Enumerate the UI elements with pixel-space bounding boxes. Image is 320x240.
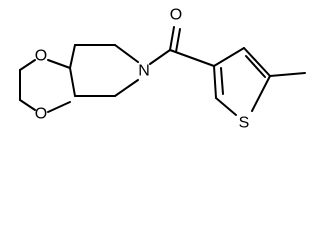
bond-n-to-carbonyl-c	[149, 49, 171, 65]
atom-label-n: N	[138, 63, 150, 80]
atom-label-o-ring-top: O	[35, 48, 47, 65]
bond-c-top-to-n	[114, 44, 139, 63]
bond-o-top-to-spiro	[47, 59, 71, 69]
bond-carbonyl-double-a	[169, 26, 175, 51]
bond-carbonyl-to-thiophene	[169, 49, 215, 67]
bond-n-to-c-bottom	[114, 79, 139, 97]
bond-c4-to-c5	[243, 47, 271, 77]
atom-label-o-ring-bottom: O	[35, 106, 47, 123]
atom-label-s: S	[239, 115, 250, 132]
bond-o-top-to-ch2	[19, 59, 36, 71]
atom-label-o-carbonyl: O	[170, 7, 182, 24]
bond-c4-c5-inner	[245, 55, 266, 78]
bond-o-bottom-to-spiro	[47, 101, 71, 113]
bond-c3-to-c4	[213, 47, 245, 67]
bond-s-to-c2	[215, 97, 237, 116]
bond-c2-to-c3	[213, 65, 217, 99]
bond-carbonyl-double-b	[175, 28, 181, 53]
bond-ch2-to-o-bottom	[19, 99, 36, 111]
bond-spiro-to-c-upper	[69, 44, 76, 69]
molecular-structure: O N O O S	[19, 7, 306, 132]
bond-c2-c3-inner	[220, 67, 224, 95]
bond-c-low-to-spiro	[69, 67, 76, 97]
bond-c5-to-s	[251, 75, 271, 112]
bond-c5-to-methyl	[269, 72, 306, 77]
